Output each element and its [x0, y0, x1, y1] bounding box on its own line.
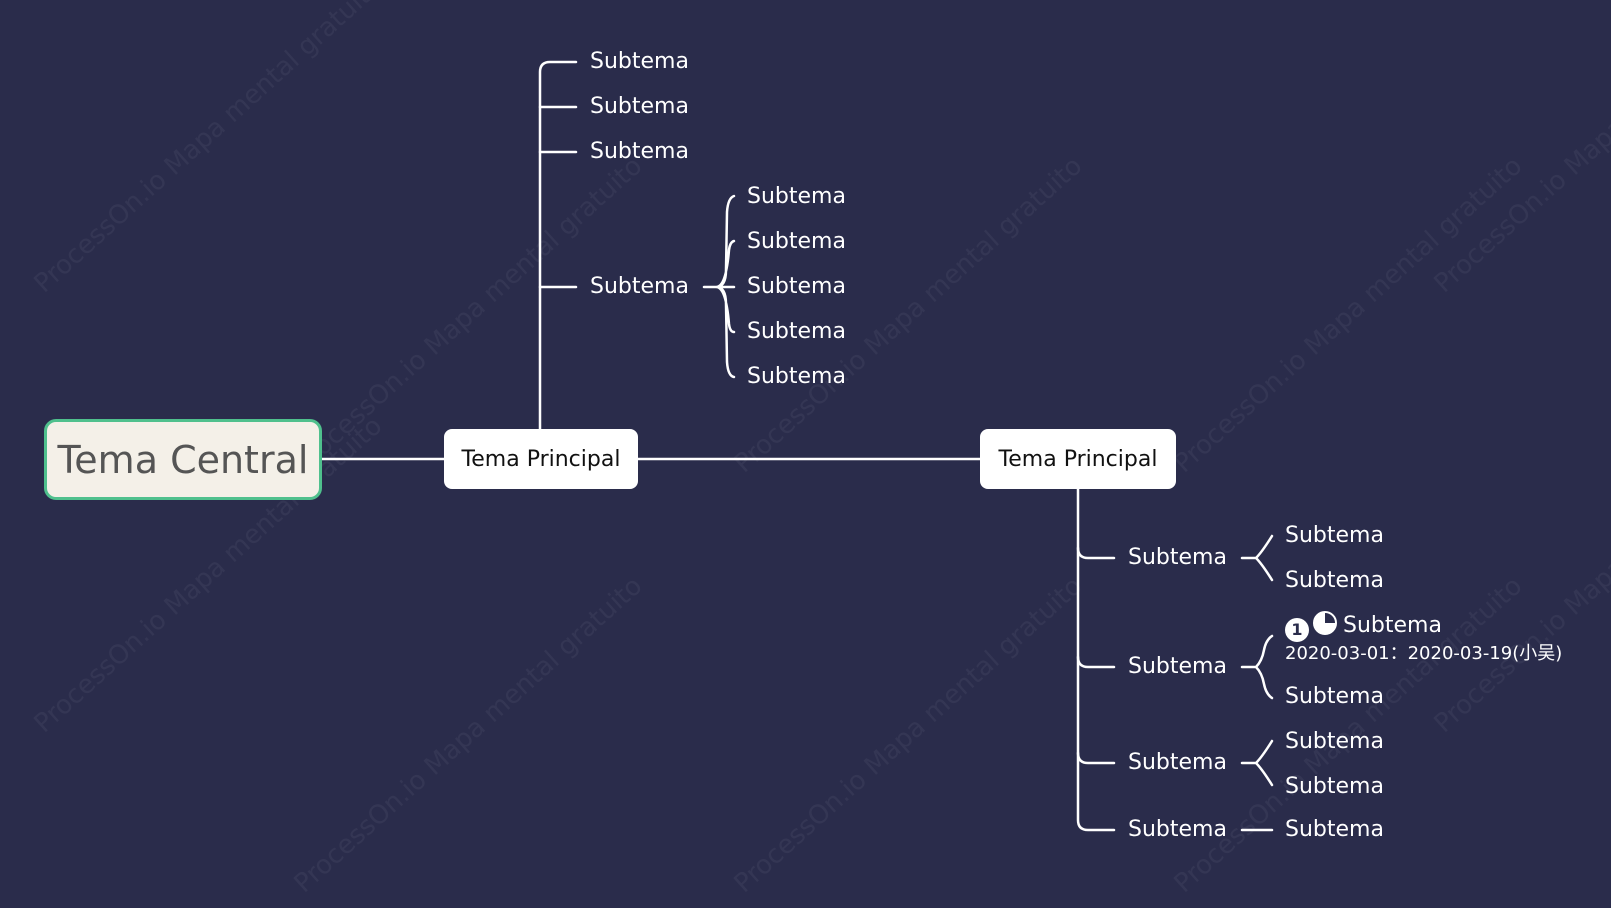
subtopic-left-4-child-2[interactable]: Subtema	[747, 229, 846, 254]
subtopic-left-1[interactable]: Subtema	[590, 49, 689, 74]
main-topic-right[interactable]: Tema Principal	[980, 429, 1176, 489]
subtopic-right-2-child-2[interactable]: Subtema	[1285, 684, 1384, 709]
subtopic-right-2-child-1[interactable]: 1 Subtema	[1285, 611, 1442, 642]
subtopic-right-3[interactable]: Subtema	[1128, 750, 1227, 775]
subtopic-right-1[interactable]: Subtema	[1128, 545, 1227, 570]
subtopic-left-4-child-3[interactable]: Subtema	[747, 274, 846, 299]
connector-brace-right-1	[1240, 534, 1274, 582]
connector-left-trunk	[538, 60, 578, 431]
progress-pie-icon	[1313, 611, 1337, 635]
connector-brace-right-2	[1240, 634, 1274, 700]
priority-1-icon: 1	[1285, 618, 1309, 642]
subtopic-left-4-child-5[interactable]: Subtema	[747, 364, 846, 389]
subtopic-right-1-child-2[interactable]: Subtema	[1285, 568, 1384, 593]
connector-right-trunk	[1076, 487, 1116, 832]
connector-right-sub-3	[1076, 751, 1116, 765]
connector-right-sub-1	[1076, 546, 1116, 560]
central-topic[interactable]: Tema Central	[44, 419, 322, 500]
subtopic-left-4-child-1[interactable]: Subtema	[747, 184, 846, 209]
subtopic-left-4-child-4[interactable]: Subtema	[747, 319, 846, 344]
subtopic-right-1-child-1[interactable]: Subtema	[1285, 523, 1384, 548]
subtopic-right-2[interactable]: Subtema	[1128, 654, 1227, 679]
subtopic-right-3-child-2[interactable]: Subtema	[1285, 774, 1384, 799]
subtopic-left-3[interactable]: Subtema	[590, 139, 689, 164]
main-topic-left[interactable]: Tema Principal	[444, 429, 638, 489]
subtopic-left-4[interactable]: Subtema	[590, 274, 689, 299]
connector-brace-right-3	[1240, 739, 1274, 787]
subtopic-left-2[interactable]: Subtema	[590, 94, 689, 119]
subtopic-right-4[interactable]: Subtema	[1128, 817, 1227, 842]
connector-brace-left-4	[702, 194, 736, 379]
subtopic-right-3-child-1[interactable]: Subtema	[1285, 729, 1384, 754]
subtopic-right-4-child-1[interactable]: Subtema	[1285, 817, 1384, 842]
subtopic-right-2-child-1-label: Subtema	[1343, 613, 1442, 638]
task-date-range: 2020-03-01：2020-03-19(小吴)	[1285, 643, 1563, 664]
connector-right-sub-2	[1076, 655, 1116, 669]
